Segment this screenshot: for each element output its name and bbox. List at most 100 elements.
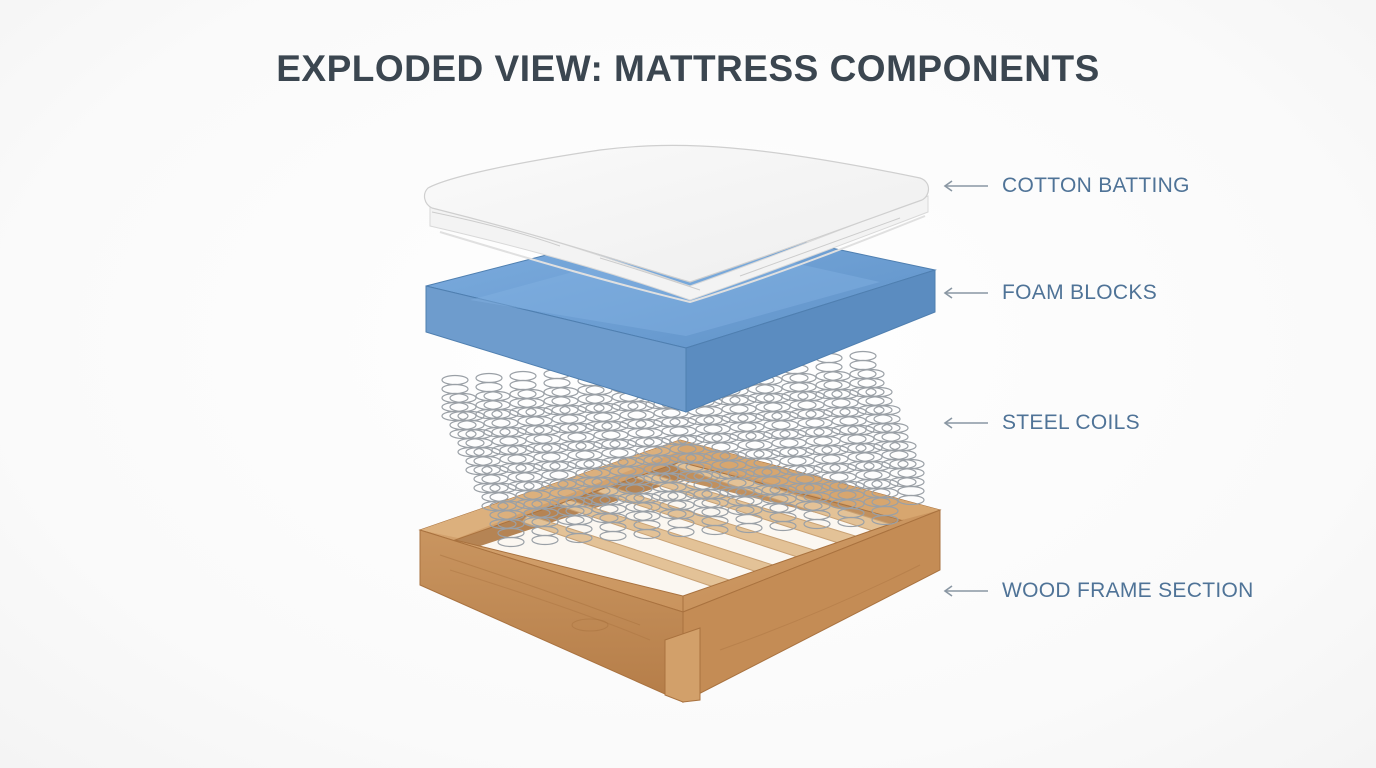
coil-spring <box>719 450 747 498</box>
coil-spring <box>483 390 511 438</box>
coil-spring <box>889 440 917 488</box>
coil-spring <box>815 352 843 400</box>
coil-spring <box>449 392 477 440</box>
coil-spring <box>849 350 877 398</box>
coil-spring <box>473 446 501 494</box>
arrow-left-icon <box>943 287 988 299</box>
coil-spring <box>873 404 901 452</box>
coil-spring <box>729 394 757 442</box>
coil-spring <box>771 410 799 458</box>
coil-spring <box>795 464 823 512</box>
coil-spring <box>831 388 859 436</box>
coil-spring <box>897 458 925 506</box>
coil-spring <box>737 412 765 460</box>
coil-spring <box>797 390 825 438</box>
steel-coils <box>441 350 925 548</box>
coil-spring <box>585 384 613 432</box>
coil-spring <box>829 462 857 510</box>
coil-spring <box>667 490 695 538</box>
coil-spring <box>441 374 469 422</box>
coil-spring <box>599 494 627 542</box>
coil-spring <box>753 448 781 496</box>
coil-spring <box>881 422 909 470</box>
coil-spring <box>813 426 841 474</box>
coil-spring <box>533 424 561 472</box>
coil-spring <box>837 480 865 528</box>
arrow-left-icon <box>943 585 988 597</box>
coil-spring <box>805 408 833 456</box>
coil-spring <box>497 500 525 548</box>
label-steel-coils: STEEL COILS <box>1002 411 1140 434</box>
coil-spring <box>593 402 621 450</box>
coil-spring <box>583 458 611 506</box>
coil-spring <box>551 386 579 434</box>
coil-spring <box>669 416 697 464</box>
label-foam-blocks: FOAM BLOCKS <box>1002 281 1157 304</box>
coil-spring <box>863 460 891 508</box>
coil-spring <box>481 464 509 512</box>
coil-spring <box>701 488 729 536</box>
label-wood-frame-section: WOOD FRAME SECTION <box>1002 579 1254 602</box>
coil-spring <box>531 498 559 546</box>
coil-spring <box>659 472 687 520</box>
coil-spring <box>609 438 637 486</box>
coil-spring <box>857 368 885 416</box>
coil-spring <box>787 446 815 494</box>
coil-spring <box>601 420 629 468</box>
coil-spring <box>491 408 519 456</box>
coil-spring <box>769 484 797 532</box>
coil-spring <box>635 418 663 466</box>
coil-spring <box>839 406 867 454</box>
coil-spring <box>475 372 503 420</box>
coil-spring <box>821 444 849 492</box>
coil-spring <box>685 452 713 500</box>
coil-spring <box>523 480 551 528</box>
coil-spring <box>507 444 535 492</box>
coil-spring <box>727 468 755 516</box>
coil-spring <box>865 386 893 434</box>
coil-spring <box>557 478 585 526</box>
coil-spring <box>779 428 807 476</box>
label-cotton-batting: COTTON BATTING <box>1002 174 1190 197</box>
coil-spring <box>755 374 783 422</box>
coil-spring <box>735 486 763 534</box>
coil-spring <box>823 370 851 418</box>
cotton-batting <box>423 144 930 304</box>
coil-spring <box>627 400 655 448</box>
coil-spring <box>457 410 485 458</box>
coil-spring <box>677 434 705 482</box>
coil-spring <box>559 404 587 452</box>
coil-spring <box>549 460 577 508</box>
coil-spring <box>711 432 739 480</box>
coil-spring <box>465 428 493 476</box>
coil-spring <box>525 406 553 454</box>
coil-spring <box>543 368 571 416</box>
coil-spring <box>565 496 593 544</box>
coil-spring <box>643 436 671 484</box>
coil-spring <box>567 422 595 470</box>
coil-spring <box>761 466 789 514</box>
coil-spring <box>591 476 619 524</box>
coil-spring <box>541 442 569 490</box>
coil-spring <box>847 424 875 472</box>
coil-spring <box>789 372 817 420</box>
coil-spring <box>575 440 603 488</box>
coil-spring <box>633 492 661 540</box>
coil-spring <box>803 482 831 530</box>
coil-spring <box>745 430 773 478</box>
coil-spring <box>517 388 545 436</box>
coil-spring <box>871 478 899 526</box>
coil-spring <box>763 392 791 440</box>
coil-spring <box>651 454 679 502</box>
coil-spring <box>703 414 731 462</box>
diagram-title: EXPLODED VIEW: MATTRESS COMPONENTS <box>276 48 1100 89</box>
arrow-left-icon <box>943 180 988 192</box>
coil-spring <box>695 396 723 444</box>
coil-spring <box>855 442 883 490</box>
coil-spring <box>515 462 543 510</box>
coil-spring <box>693 470 721 518</box>
coil-spring <box>617 456 645 504</box>
coil-spring <box>489 482 517 530</box>
